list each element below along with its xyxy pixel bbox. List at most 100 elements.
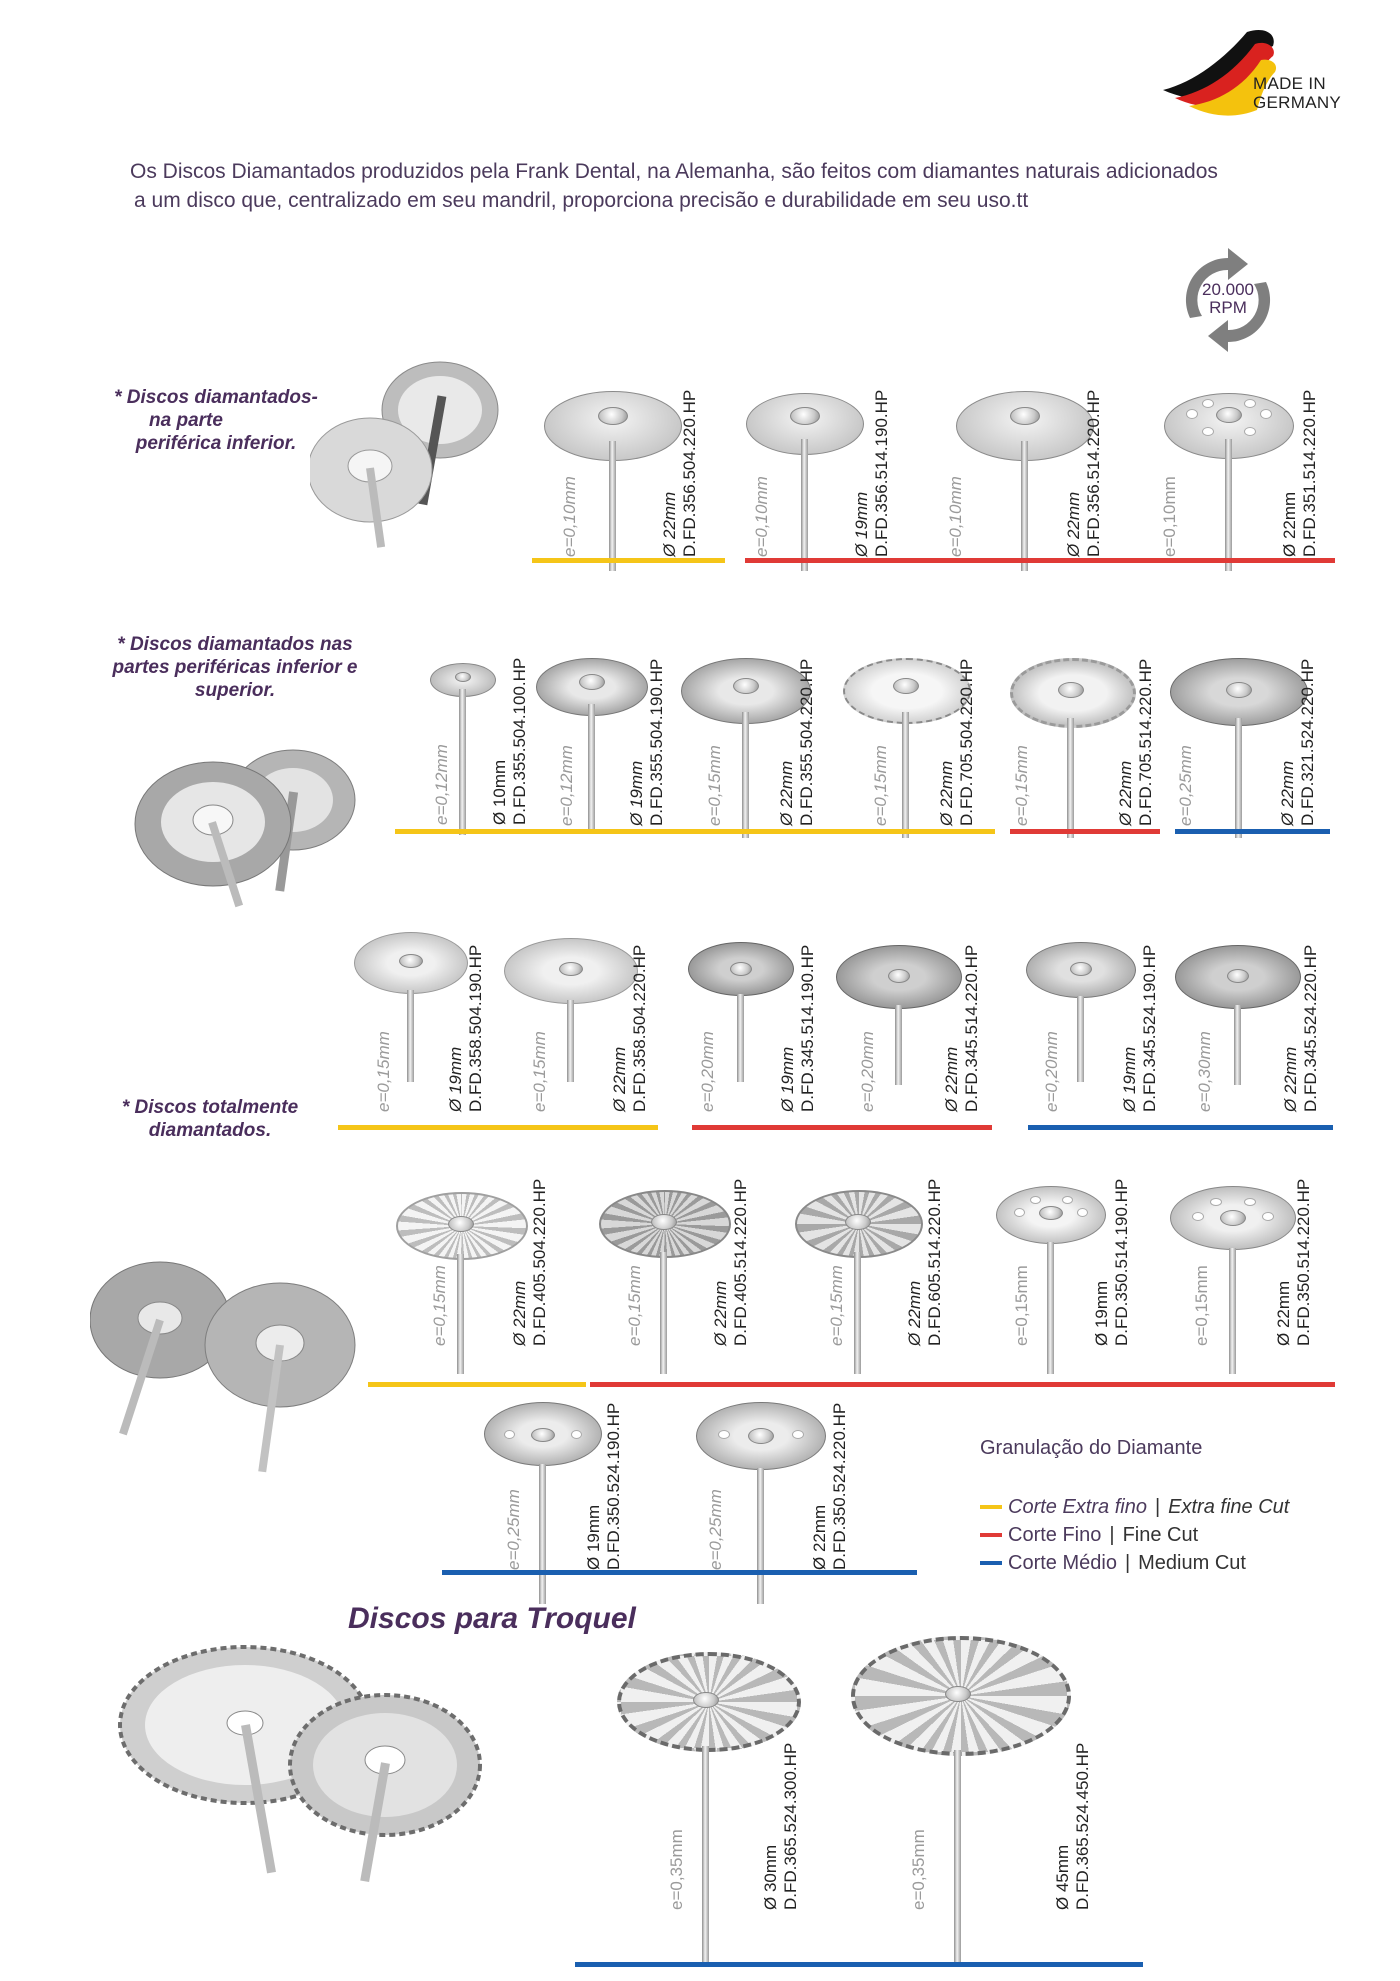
disc-shank — [1047, 1242, 1054, 1374]
product-code: D.FD.350.524.190.HP — [604, 1402, 623, 1570]
legend-swatch-fine — [980, 1533, 1002, 1537]
disc-shank — [588, 704, 595, 834]
legend-en-label: Fine Cut — [1122, 1523, 1199, 1546]
product-code: D.FD.358.504.190.HP — [466, 944, 485, 1112]
diameter-label: Ø 22mm — [1116, 760, 1135, 826]
thickness-label: e=0,25mm — [504, 1489, 523, 1570]
disc-hub — [579, 674, 605, 690]
product-code: D.FD.345.514.220.HP — [962, 944, 981, 1112]
product-code: D.FD.358.504.220.HP — [630, 944, 649, 1112]
section1-line2: na parte — [149, 410, 223, 431]
product-item: e=0,12mm Ø 19mm D.FD.355.504.190.HP — [536, 658, 666, 834]
product-code: D.FD.356.514.220.HP — [1084, 389, 1103, 557]
legend-row-fine: Corte Fino | Fine Cut — [980, 1522, 1198, 1548]
disc-shank — [742, 712, 749, 838]
product-item: e=0,15mm Ø 22mm D.FD.705.514.220.HP — [1010, 658, 1155, 838]
thickness-label: e=0,25mm — [1176, 745, 1195, 826]
diameter-label: Ø 22mm — [1280, 491, 1299, 557]
diameter-label: Ø 19mm — [584, 1504, 603, 1570]
disc-hub — [730, 962, 752, 976]
product-code: D.FD.405.504.220.HP — [530, 1178, 549, 1346]
disc-hole — [1244, 1198, 1256, 1206]
product-code: D.FD.355.504.190.HP — [647, 658, 666, 826]
diameter-label: Ø 19mm — [1120, 1046, 1139, 1112]
disc-hole — [1210, 1198, 1222, 1206]
disc-shank — [1225, 439, 1232, 571]
product-code: D.FD.605.514.220.HP — [925, 1178, 944, 1346]
disc-hub — [651, 1214, 677, 1230]
product-item: e=0,10mm Ø 19mm D.FD.356.514.190.HP — [746, 390, 891, 571]
diameter-label: Ø 22mm — [810, 1504, 829, 1570]
diameter-label: Ø 22mm — [777, 760, 796, 826]
disc-hub — [945, 1686, 971, 1702]
german-flag-swoosh-icon — [1163, 29, 1277, 116]
diameter-label: Ø 22mm — [660, 491, 679, 557]
disc-shank — [954, 1750, 961, 1962]
product-photo-peripheral-both — [118, 742, 378, 912]
disc-shank — [854, 1252, 861, 1374]
disc-hub — [1039, 1206, 1063, 1220]
disc-hub — [531, 1428, 555, 1442]
disc-shank — [902, 712, 909, 838]
product-code: D.FD.350.514.220.HP — [1294, 1178, 1313, 1346]
section-label-peripheral-both: * Discos diamantados nas partes periféri… — [90, 633, 380, 702]
product-item: e=0,15mm Ø 22mm D.FD.350.514.220.HP — [1170, 1179, 1313, 1374]
product-item: e=0,15mm Ø 19mm D.FD.358.504.190.HP — [354, 932, 485, 1112]
product-code: D.FD.350.514.190.HP — [1112, 1178, 1131, 1346]
diameter-label: Ø 22mm — [711, 1280, 730, 1346]
diameter-label: Ø 19mm — [627, 760, 646, 826]
disc-hub — [693, 1692, 719, 1708]
diameter-label: Ø 22mm — [1281, 1046, 1300, 1112]
disc-hub — [598, 407, 628, 425]
diameter-label: Ø 19mm — [1092, 1280, 1111, 1346]
section2-line2: partes periféricas inferior e — [112, 657, 358, 678]
thickness-label: e=0,25mm — [706, 1489, 725, 1570]
thickness-label: e=0,15mm — [625, 1265, 644, 1346]
disc-shank — [539, 1464, 546, 1604]
troquel-section-title: Discos para Troquel — [348, 1602, 636, 1635]
disc-shank — [1021, 441, 1028, 571]
intro-paragraph: Os Discos Diamantados produzidos pela Fr… — [130, 157, 1330, 215]
grit-bar-extra-fine — [532, 558, 725, 563]
grit-bar-medium — [575, 1962, 1143, 1967]
legend-title: Granulação do Diamante — [980, 1437, 1203, 1459]
diameter-label: Ø 10mm — [490, 759, 509, 825]
product-code: D.FD.350.524.220.HP — [830, 1402, 849, 1570]
product-code: D.FD.351.514.220.HP — [1300, 389, 1319, 557]
thickness-label: e=0,10mm — [752, 476, 771, 557]
product-item: e=0,35mm Ø 45mm D.FD.365.524.450.HP — [851, 1636, 1092, 1962]
grit-bar-extra-fine — [395, 829, 995, 834]
product-code: D.FD.345.524.190.HP — [1140, 944, 1159, 1112]
disc-shank — [609, 441, 616, 571]
thickness-label: e=0,20mm — [698, 1031, 717, 1112]
product-item: e=0,15mm Ø 19mm D.FD.350.514.190.HP — [996, 1179, 1131, 1374]
disc-hole — [1244, 399, 1256, 408]
disc-shank — [1077, 996, 1084, 1082]
thickness-label: e=0,15mm — [530, 1031, 549, 1112]
disc-hub — [448, 1216, 474, 1232]
legend-swatch-extra-fine — [980, 1505, 1002, 1509]
product-item: e=0,10mm Ø 22mm D.FD.356.514.220.HP — [946, 390, 1103, 571]
disc-hub — [1226, 682, 1252, 698]
disc-hub — [1058, 682, 1084, 698]
diameter-label: Ø 19mm — [852, 491, 871, 557]
disc-hole — [1014, 1208, 1025, 1217]
diameter-label: Ø 45mm — [1053, 1844, 1072, 1910]
thickness-label: e=0,15mm — [1192, 1265, 1211, 1346]
grit-bar-medium — [1028, 1125, 1333, 1130]
disc-hole — [792, 1430, 804, 1439]
disc-shank — [567, 1000, 574, 1082]
legend-separator: | — [1109, 1523, 1115, 1546]
legend-pt-label: Corte Médio — [1008, 1551, 1117, 1574]
legend-row-extra-fine: Corte Extra fino | Extra fine Cut — [980, 1494, 1289, 1520]
disc-shank — [1229, 1248, 1236, 1374]
product-photo-fully-diamond — [89, 1250, 360, 1480]
thickness-label: e=0,12mm — [557, 745, 576, 826]
grit-bar-medium — [442, 1570, 917, 1575]
rpm-value: 20.000 — [1202, 280, 1254, 299]
diameter-label: Ø 22mm — [942, 1046, 961, 1112]
diameter-label: Ø 22mm — [610, 1046, 629, 1112]
rpm-unit: RPM — [1209, 298, 1247, 317]
product-item: e=0,25mm Ø 22mm D.FD.321.524.220.HP — [1170, 658, 1317, 838]
product-code: D.FD.345.524.220.HP — [1301, 944, 1320, 1112]
